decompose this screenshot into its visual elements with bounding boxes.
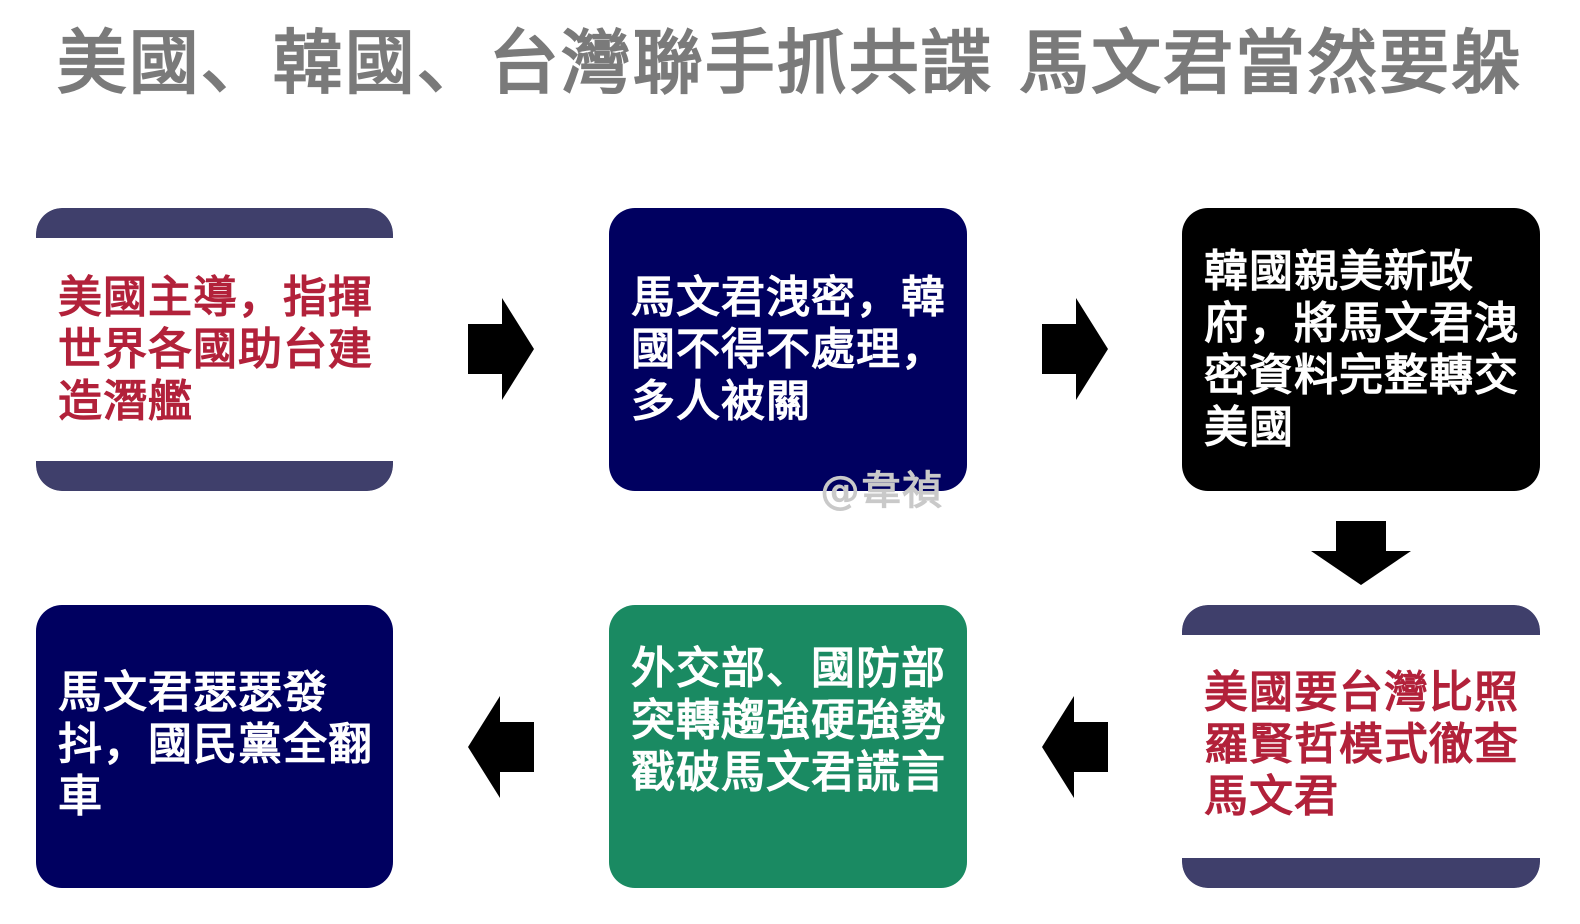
step-text-2: 馬文君洩密，韓國不得不處理，多人被關 [631, 272, 946, 427]
arrow-right-icon [468, 298, 534, 400]
arrow-left-icon [1042, 696, 1108, 798]
box-top-bar [36, 208, 393, 238]
step-box-5: 外交部、國防部突轉趨強硬強勢戳破馬文君謊言 [609, 605, 967, 888]
step-box-1: 美國主導，指揮世界各國助台建造潛艦 [36, 208, 393, 491]
watermark: @韋禎 [820, 468, 943, 514]
step-box-3: 韓國親美新政府，將馬文君洩密資料完整轉交美國 [1182, 208, 1540, 491]
box-bottom-bar [36, 461, 393, 491]
step-box-2: 馬文君洩密，韓國不得不處理，多人被關 [609, 208, 967, 491]
arrow-right-icon [1042, 298, 1108, 400]
step-text-5: 外交部、國防部突轉趨強硬強勢戳破馬文君謊言 [631, 643, 946, 798]
step-text-6: 馬文君瑟瑟發抖，國民黨全翻車 [58, 667, 373, 822]
page-title: 美國、韓國、台灣聯手抓共諜 馬文君當然要躲 [56, 22, 1524, 104]
step-text-4: 美國要台灣比照羅賢哲模式徹查馬文君 [1204, 667, 1519, 822]
box-top-bar [1182, 605, 1540, 635]
step-text-1: 美國主導，指揮世界各國助台建造潛艦 [58, 272, 373, 427]
box-bottom-bar [1182, 858, 1540, 888]
step-text-3: 韓國親美新政府，將馬文君洩密資料完整轉交美國 [1204, 246, 1519, 453]
arrow-left-icon [468, 696, 534, 798]
step-box-4: 美國要台灣比照羅賢哲模式徹查馬文君 [1182, 605, 1540, 888]
step-box-6: 馬文君瑟瑟發抖，國民黨全翻車 [36, 605, 393, 888]
arrow-down-icon [1311, 521, 1411, 585]
